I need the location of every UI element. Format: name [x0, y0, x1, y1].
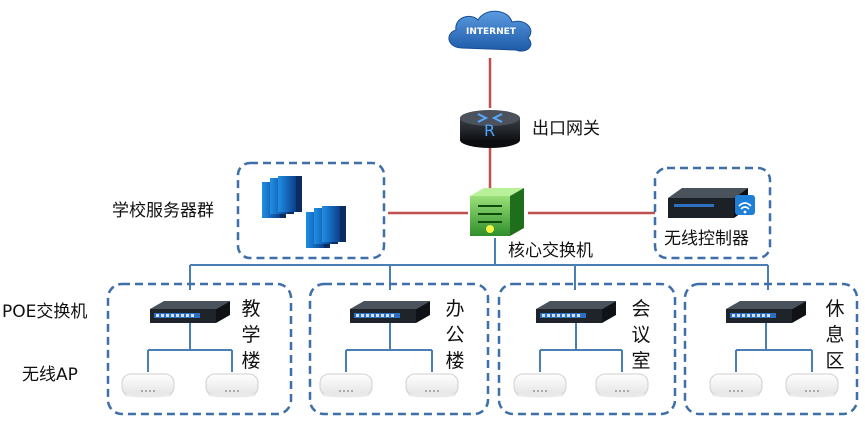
area-box-teaching: [106, 282, 293, 416]
wireless-ap-icon: [785, 373, 839, 398]
wireless-ap-icon: [709, 373, 763, 398]
gateway-label: 出口网关: [532, 119, 600, 139]
core-switch-icon: [470, 188, 524, 236]
area-label-lounge: 休 息 区: [825, 298, 845, 372]
server-group-box: [236, 161, 386, 260]
wireless-ap-label: 无线AP: [22, 365, 78, 385]
server-group-label: 学校服务器群: [112, 201, 214, 221]
poe-switch-icon: [150, 301, 230, 323]
poe-switch-icon: [726, 301, 806, 323]
router-icon: [460, 110, 520, 148]
poe-switch-icon: [536, 301, 616, 323]
wireless-ap-icon: [405, 373, 459, 398]
server-group-icon: [262, 176, 346, 248]
poe-switch-icon: [350, 301, 430, 323]
area-box-lounge: [683, 282, 859, 416]
wireless-ap-icon: [319, 373, 373, 398]
wireless-ap-icon: [513, 373, 567, 398]
area-label-office: 办 公 楼: [445, 298, 465, 372]
wireless-controller-icon: [668, 188, 755, 218]
internet-cloud-icon: [448, 10, 532, 52]
router-letter: R: [484, 121, 496, 140]
ap-links-meeting: [539, 323, 623, 372]
area-box-meeting: [497, 282, 677, 416]
area-box-office: [308, 282, 490, 416]
area-label-meeting: 会 议 室: [631, 298, 651, 372]
area-label-teaching: 教 学 楼: [241, 298, 261, 372]
controller-box: [653, 166, 772, 260]
wireless-ap-icon: [121, 373, 175, 398]
wireless-controller-label: 无线控制器: [664, 229, 749, 249]
internet-label: INTERNET: [466, 27, 516, 37]
core-switch-label: 核心交换机: [508, 241, 593, 261]
ap-links-office: [345, 323, 433, 372]
ap-links-teaching: [147, 323, 233, 372]
ap-links-lounge: [735, 323, 813, 372]
poe-switch-label: POE交换机: [2, 302, 88, 322]
wireless-ap-icon: [595, 373, 649, 398]
wireless-ap-icon: [205, 373, 259, 398]
